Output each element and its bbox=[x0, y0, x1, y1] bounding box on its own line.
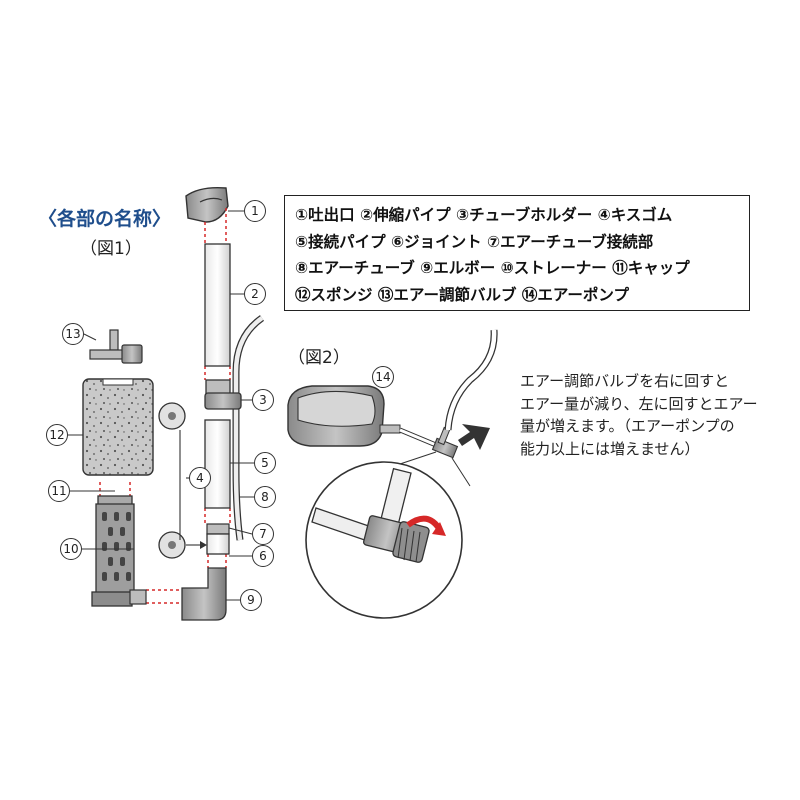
callout-14: 14 bbox=[372, 366, 394, 388]
legend-line: ①吐出口 ②伸縮パイプ ③チューブホルダー ④キスゴム bbox=[295, 206, 673, 224]
note-line: エアー量が減り、左に回すとエアー bbox=[520, 394, 758, 413]
callout-12: 12 bbox=[46, 424, 68, 446]
callout-2: 2 bbox=[244, 283, 266, 305]
legend-line: ⑤接続パイプ ⑥ジョイント ⑦エアーチューブ接続部 bbox=[295, 232, 654, 251]
figure-2-label: （図2） bbox=[288, 348, 350, 368]
callout-7: 7 bbox=[252, 523, 274, 545]
outlet-part bbox=[185, 186, 229, 223]
connection-pipe bbox=[204, 419, 231, 509]
parts-legend-box: ①吐出口 ②伸縮パイプ ③チューブホルダー ④キスゴム ⑤接続パイプ ⑥ジョイン… bbox=[284, 195, 750, 311]
callout-8: 8 bbox=[254, 486, 276, 508]
legend-line: ⑫スポンジ ⑬エアー調節バルブ ⑭エアーポンプ bbox=[295, 285, 629, 304]
valve-instruction-note: エアー調節バルブを右に回すと エアー量が減り、左に回すとエアー 量が増えます。（… bbox=[520, 370, 765, 460]
note-line: エアー調節バルブを右に回すと bbox=[520, 372, 730, 390]
joint bbox=[206, 533, 230, 555]
air-pump bbox=[287, 385, 401, 447]
figure-1-label: （図1） bbox=[80, 239, 142, 259]
suction-cup bbox=[158, 402, 186, 559]
rotate-arrow-icon bbox=[432, 522, 446, 536]
parts-heading: 〈各部の名称〉 bbox=[38, 208, 172, 230]
pointer-arrow bbox=[458, 424, 490, 450]
callout-11: 11 bbox=[48, 480, 70, 502]
strainer bbox=[91, 503, 147, 607]
note-line: 能力以上には増えません） bbox=[520, 439, 700, 458]
tube-holder bbox=[204, 392, 242, 410]
legend-line: ⑧エアーチューブ ⑨エルボー ⑩ストレーナー ⑪キャップ bbox=[295, 259, 690, 277]
callout-6: 6 bbox=[252, 545, 274, 567]
callout-9: 9 bbox=[240, 589, 262, 611]
note-line: 量が増えます。（エアーポンプの bbox=[520, 417, 735, 435]
callout-5: 5 bbox=[254, 452, 276, 474]
leader-lines bbox=[68, 210, 254, 601]
sponge bbox=[82, 378, 154, 476]
telescopic-pipe bbox=[204, 243, 231, 367]
valve-closeup bbox=[305, 461, 463, 619]
elbow bbox=[181, 567, 227, 621]
callout-3: 3 bbox=[252, 389, 274, 411]
air-valve bbox=[89, 329, 143, 364]
callout-13: 13 bbox=[62, 323, 84, 345]
air-valve-small bbox=[431, 426, 459, 459]
guide-lines bbox=[99, 208, 231, 604]
callout-4: 4 bbox=[189, 467, 211, 489]
callout-10: 10 bbox=[60, 538, 82, 560]
callout-1: 1 bbox=[244, 200, 266, 222]
